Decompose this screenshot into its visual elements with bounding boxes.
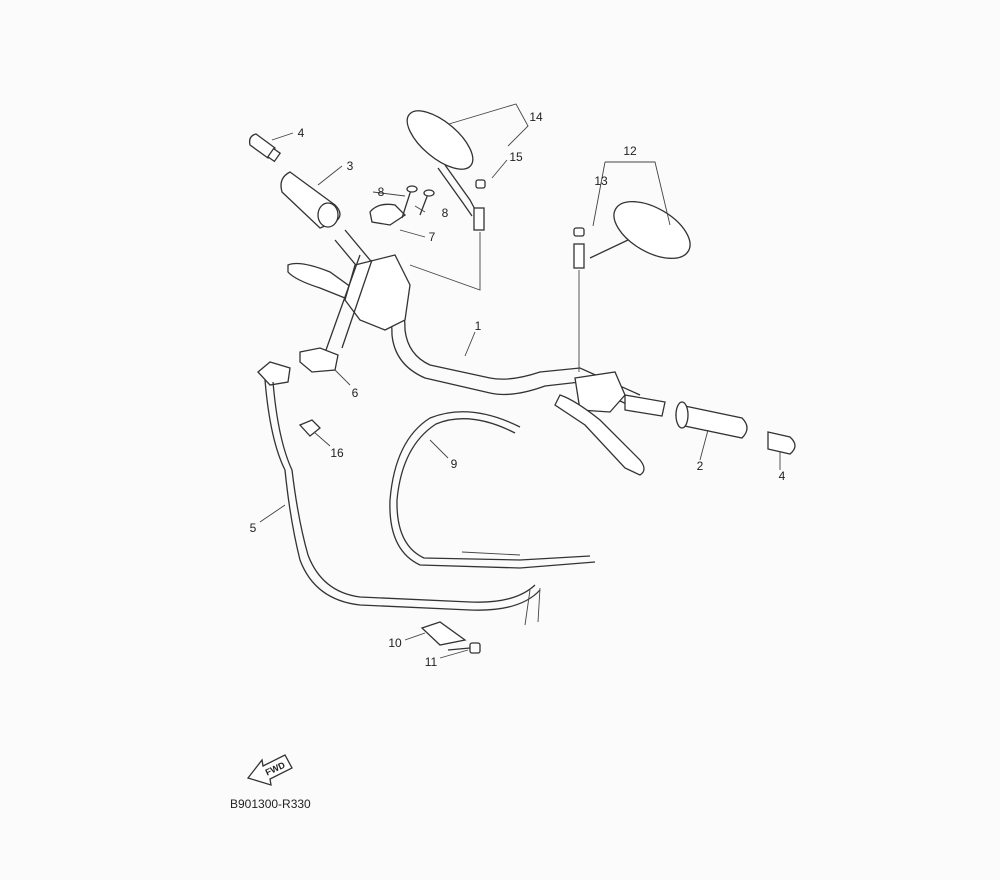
- right-mirror: [573, 200, 691, 372]
- leader-lines: [259, 103, 781, 659]
- callout-8: 8: [442, 206, 449, 220]
- callout-12: 12: [623, 144, 637, 158]
- callout-10: 10: [388, 636, 402, 650]
- callouts: 14 4 3 15 12 13 8 8 7 1 6 16 9 2 4 5 10 …: [250, 110, 786, 669]
- callout-5: 5: [250, 521, 257, 535]
- callout-2: 2: [697, 459, 704, 473]
- drawing-code: B901300-R330: [230, 797, 311, 811]
- bolts: [401, 185, 435, 219]
- callout-16: 16: [330, 446, 344, 460]
- cable-5: [257, 361, 541, 626]
- right-lever-assembly: [554, 371, 796, 476]
- callout-7: 7: [429, 230, 436, 244]
- callout-3: 3: [347, 159, 354, 173]
- callout-4: 4: [298, 126, 305, 140]
- bracket-and-bolt: [420, 621, 481, 654]
- callout-9: 9: [451, 457, 458, 471]
- callout-6: 6: [352, 386, 359, 400]
- callout-15: 15: [509, 150, 523, 164]
- cable-9: [389, 411, 596, 569]
- forward-arrow-icon: FWD: [246, 754, 293, 786]
- callout-13: 13: [594, 174, 608, 188]
- callout-4: 4: [779, 469, 786, 483]
- callout-8: 8: [378, 185, 385, 199]
- left-lever-assembly: [287, 203, 411, 373]
- callout-1: 1: [475, 319, 482, 333]
- callout-14: 14: [529, 110, 543, 124]
- left-grip: [248, 133, 341, 229]
- callout-11: 11: [425, 655, 438, 669]
- left-mirror: [406, 110, 486, 291]
